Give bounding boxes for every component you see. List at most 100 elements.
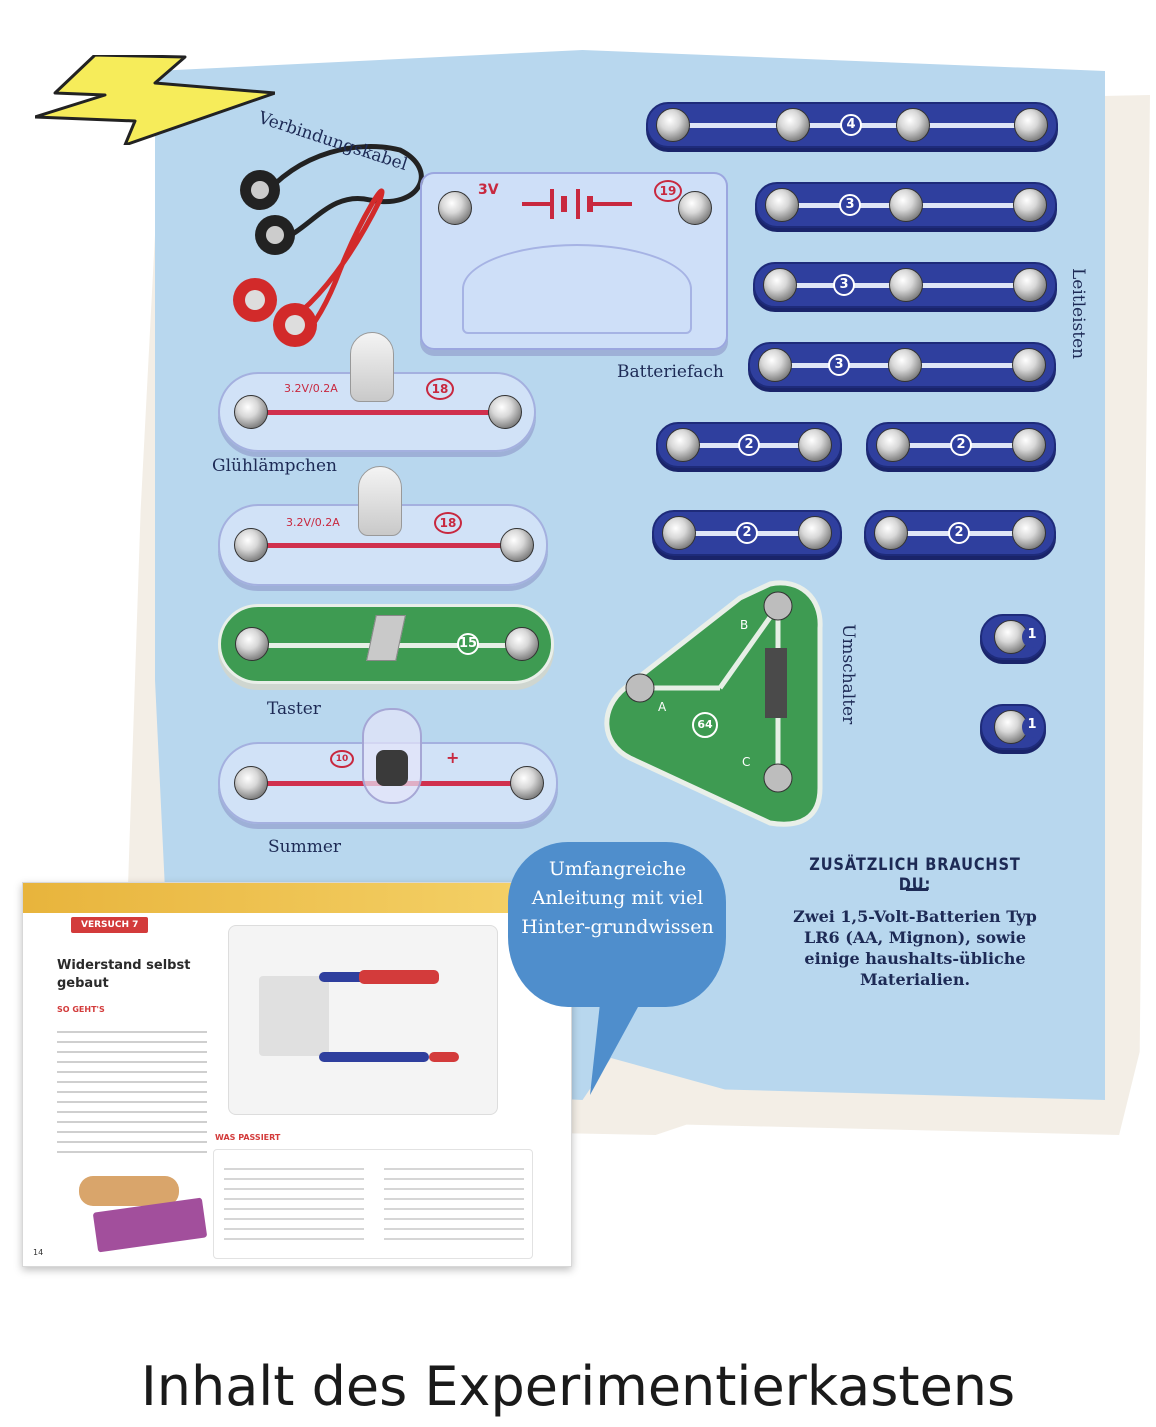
- lightning-bolt-icon: [35, 55, 275, 145]
- snap-icon: [666, 428, 700, 462]
- snap-icon: [662, 516, 696, 550]
- snap-icon: [510, 766, 544, 800]
- battery-number: 19: [654, 180, 682, 202]
- label-taster: Taster: [267, 699, 321, 719]
- label-gluehlaempchen: Glühlämpchen: [212, 456, 337, 476]
- rail-2d: 2: [864, 510, 1056, 556]
- manual-tag: VERSUCH 7: [71, 917, 149, 933]
- rail-3a: 3: [755, 182, 1057, 228]
- snap-icon: [889, 188, 923, 222]
- buzzer-cylinder-icon: [362, 708, 422, 804]
- manual-text-lines: [57, 1023, 207, 1153]
- extra-text: Zwei 1,5-Volt-Batterien Typ LR6 (AA, Mig…: [793, 907, 1037, 989]
- switch-contact-c: C: [742, 755, 751, 769]
- snap-icon: [235, 627, 269, 661]
- manual-page-number: 14: [33, 1248, 44, 1257]
- speech-bubble: [508, 842, 726, 1007]
- circuit-line: [250, 543, 516, 548]
- snap-icon: [234, 395, 268, 429]
- snap-icon: [438, 191, 472, 225]
- battery-symbol-icon: [522, 189, 632, 219]
- rail-number: 2: [738, 434, 760, 456]
- snap-icon: [1012, 348, 1046, 382]
- page-caption: Inhalt des Experimentierkastens: [140, 1355, 1016, 1418]
- manual-title: Widerstand selbst gebaut: [57, 958, 191, 991]
- resistor-icon: [79, 1176, 179, 1206]
- rail-3b: 3: [753, 262, 1057, 308]
- button-number: 15: [457, 633, 479, 655]
- snap-icon: [234, 528, 268, 562]
- extra-divider: [906, 888, 928, 891]
- rail-number: 2: [736, 522, 758, 544]
- lamp-module-1: 3.2V/0.2A 18: [218, 332, 536, 452]
- push-button-module: 15: [218, 604, 554, 684]
- snap-icon: [505, 627, 539, 661]
- switch-module: [604, 580, 823, 827]
- buzzer-polarity: +: [446, 748, 460, 767]
- rail-number: 2: [950, 434, 972, 456]
- rail-4: 4: [646, 102, 1058, 148]
- rail-number: 2: [948, 522, 970, 544]
- manual-circuit-board: [228, 925, 498, 1115]
- switch-contact-b: B: [740, 618, 749, 632]
- rail-1a: 1: [980, 614, 1046, 660]
- rail-1b: 1: [980, 704, 1046, 750]
- snap-icon: [678, 191, 712, 225]
- snap-icon: [876, 428, 910, 462]
- bulb-icon: [350, 332, 394, 402]
- buzzer-module: 10 +: [218, 708, 558, 824]
- switch-contact-a: A: [658, 700, 667, 714]
- label-leitleisten: Leitleisten: [1068, 268, 1088, 360]
- snap-icon: [888, 348, 922, 382]
- snap-icon: [488, 395, 522, 429]
- manual-was-passiert: WAS PASSIERT: [215, 1133, 281, 1142]
- snap-icon: [234, 766, 268, 800]
- snap-icon: [765, 188, 799, 222]
- switch-number: 64: [692, 712, 718, 738]
- snap-icon: [874, 516, 908, 550]
- lamp-rating: 3.2V/0.2A: [284, 382, 338, 395]
- bulb-icon: [358, 466, 402, 536]
- label-umschalter: Umschalter: [838, 624, 858, 725]
- snap-icon: [889, 268, 923, 302]
- rail-number: 4: [840, 114, 862, 136]
- snap-icon: [1012, 428, 1046, 462]
- manual-explanation-box: [213, 1149, 533, 1259]
- battery-compartment: [462, 244, 692, 334]
- rail-2a: 2: [656, 422, 842, 468]
- rail-number: 1: [1022, 716, 1042, 738]
- lamp-module-2: 3.2V/0.2A 18: [218, 466, 548, 586]
- button-lever: [366, 615, 406, 661]
- rail-2c: 2: [652, 510, 842, 556]
- snap-icon: [798, 428, 832, 462]
- lamp-number: 18: [434, 512, 462, 534]
- speech-bubble-text: Umfangreiche Anleitung mit viel Hinter-g…: [521, 858, 714, 938]
- manual-subtitle: SO GEHT'S: [57, 1005, 105, 1014]
- manual-header-band: [23, 883, 571, 913]
- lamp-number: 18: [426, 378, 454, 400]
- snap-icon: [1012, 516, 1046, 550]
- snap-icon: [500, 528, 534, 562]
- rail-number: 3: [833, 274, 855, 296]
- rail-number: 1: [1022, 626, 1042, 648]
- snap-icon: [758, 348, 792, 382]
- snap-icon: [1014, 108, 1048, 142]
- rail-number: 3: [828, 354, 850, 376]
- snap-icon: [1013, 268, 1047, 302]
- snap-icon: [776, 108, 810, 142]
- circuit-line: [250, 410, 504, 415]
- label-summer: Summer: [268, 837, 342, 857]
- rail-3c: 3: [748, 342, 1056, 388]
- label-batteriefach: Batteriefach: [617, 362, 724, 382]
- lamp-rating: 3.2V/0.2A: [286, 516, 340, 529]
- rail-number: 3: [839, 194, 861, 216]
- snap-icon: [896, 108, 930, 142]
- manual-page: VERSUCH 7 Widerstand selbst gebaut SO GE…: [22, 882, 572, 1267]
- battery-holder: 3V 19: [420, 172, 728, 350]
- snap-icon: [763, 268, 797, 302]
- battery-voltage: 3V: [478, 182, 499, 198]
- snap-icon: [798, 516, 832, 550]
- buzzer-number: 10: [330, 750, 354, 768]
- rail-2b: 2: [866, 422, 1056, 468]
- connection-cables: [233, 144, 424, 347]
